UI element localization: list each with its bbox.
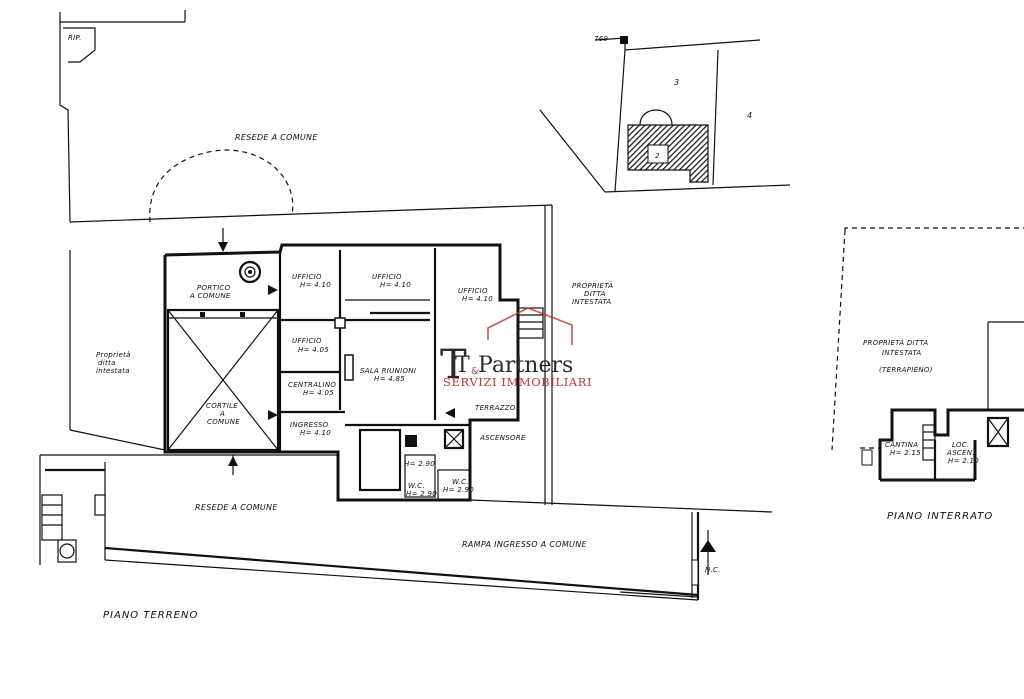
label-ufficio1-1: UFFICIO [292,273,322,281]
label-proprieta-right-1: PROPRIETÀ [572,281,613,290]
label-cantina-1: CANTINA [885,441,918,449]
main-building [163,243,544,502]
label-cortile-2: A [219,410,225,418]
label-portico-1: PORTICO [197,284,231,292]
logo-subtitle: SERVIZI IMMOBILIARI [443,375,592,389]
label-loc-1: LOC. [952,441,970,449]
logo-t-big: T [440,342,467,388]
basement-plan [831,227,1024,482]
tp-partners-logo: T T & Partners SERVIZI IMMOBILIARI [440,307,592,389]
label-nc: N.C. [705,566,721,574]
label-centralino-2: H= 4.05 [303,389,334,397]
entry-arrows [218,228,455,475]
label-proprieta-left-2: ditta [98,359,116,367]
dashed-arc [149,149,294,223]
label-cortile-1: CORTILE [206,402,238,410]
label-proprieta-b-1: PROPRIETÀ DITTA [863,338,928,347]
label-piano-terreno: PIANO TERRENO [103,610,198,621]
parcel-map [539,36,791,193]
label-cantina-2: H= 2.15 [890,449,921,457]
label-proprieta-left-3: intestata [96,367,130,375]
label-ingresso-1: INGRESSO [290,421,329,429]
label-ufficio3-2: H= 4.10 [462,295,493,303]
label-ufficio4-2: H= 4.05 [298,346,329,354]
label-wc-1: W.C. [408,482,425,490]
label-piano-interrato: PIANO INTERRATO [887,511,993,522]
label-centralino-1: CENTRALINO [288,381,336,389]
label-terrazzo: TERRAZZO [475,404,516,412]
label-ufficio3-1: UFFICIO [458,287,488,295]
label-parcel-2: 2 [655,152,660,160]
label-rip: RIP. [68,34,82,42]
label-ufficio4-1: UFFICIO [292,337,322,345]
label-ascensore: ASCENSORE [479,434,526,442]
label-proprieta-left-1: Proprietà [96,351,131,359]
logo-partners: Partners [478,353,573,378]
label-rampa: RAMPA INGRESSO A COMUNE [462,540,587,549]
label-cortile-3: COMUNE [207,418,240,426]
label-sala-1: SALA RIUNIONI [360,367,416,375]
label-loc-3: H= 2.10 [948,457,979,465]
label-proprieta-right-3: INTESTATA [572,298,611,306]
house-roof-icon [487,307,573,345]
label-ufficio1-2: H= 4.10 [300,281,331,289]
label-ufficio2-2: H= 4.10 [380,281,411,289]
label-proprieta-right-2: DITTA [584,290,606,298]
label-parcel-3: 3 [674,78,679,87]
label-wc3-2: H= 2.90 [443,486,474,494]
label-wc3-1: W.C. [452,478,469,486]
label-ingresso-2: H= 4.10 [300,429,331,437]
label-resede-bottom: RESEDE A COMUNE [195,503,278,512]
label-sala-2: H= 4.85 [374,375,405,383]
label-wc-h1: H= 2.90 [404,460,435,468]
ramp-area [39,454,773,601]
label-parcel-4: 4 [747,111,752,120]
label-portico-2: A COMUNE [189,292,231,300]
label-terrapieno: (TERRAPIENO) [879,366,933,374]
label-parcel-769: 769 [594,35,609,43]
label-loc-2: ASCEN. [946,449,975,457]
logo-amp: & [471,367,479,377]
label-wc-2: H= 2.90 [406,490,437,498]
logo-t-small: T [455,353,470,378]
label-proprieta-b-2: INTESTATA [882,349,921,357]
label-ufficio2-1: UFFICIO [372,273,402,281]
label-resede-top: RESEDE A COMUNE [235,133,318,142]
